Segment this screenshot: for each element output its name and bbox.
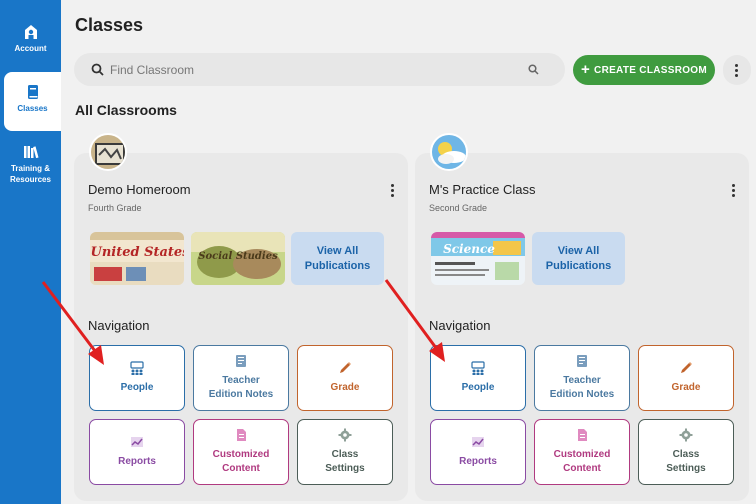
chart-icon — [131, 437, 143, 447]
sidebar: Account Classes Training & Resources — [0, 0, 61, 504]
notes-icon — [236, 355, 246, 367]
gear-icon — [679, 428, 693, 442]
pencil-icon — [681, 362, 692, 373]
gear-icon — [338, 428, 352, 442]
search-bar[interactable] — [74, 53, 565, 86]
create-classroom-button[interactable]: + CREATE CLASSROOM — [573, 55, 715, 85]
sidebar-item-label: Classes — [17, 104, 48, 113]
tile-label: Customized Content — [212, 449, 270, 474]
tile-label: Class Settings — [666, 449, 706, 474]
sidebar-item-label: Account — [14, 44, 47, 53]
sidebar-item-classes[interactable]: Classes — [4, 72, 61, 131]
svg-text:Science: Science — [443, 242, 495, 256]
view-all-publications-button[interactable]: View All Publications — [532, 232, 625, 285]
class-grade: Fourth Grade — [88, 203, 142, 213]
tile-label: Customized Content — [553, 449, 611, 474]
tile-label: Teacher Edition Notes — [208, 375, 274, 400]
publication-thumbnail[interactable]: Social Studies — [191, 232, 285, 285]
kebab-menu-icon[interactable] — [732, 184, 735, 199]
account-icon — [24, 25, 37, 39]
people-icon — [130, 361, 144, 375]
svg-text:United States: United States — [90, 245, 184, 260]
tile-label: Class Settings — [325, 449, 365, 474]
library-icon — [23, 146, 39, 159]
tile-label: Grade — [671, 382, 701, 393]
document-icon — [578, 429, 587, 441]
class-settings-tile[interactable]: Class Settings — [297, 419, 393, 485]
tile-label: Teacher Edition Notes — [549, 375, 615, 400]
class-avatar-image — [91, 135, 125, 169]
search-input[interactable] — [110, 61, 510, 78]
sidebar-item-training[interactable]: Training & Resources — [0, 144, 61, 185]
class-name[interactable]: M's Practice Class — [429, 182, 536, 197]
section-title: All Classrooms — [75, 102, 177, 118]
plus-icon: + — [580, 61, 591, 78]
customized-content-tile[interactable]: Customized Content — [193, 419, 289, 485]
kebab-menu-icon — [735, 64, 738, 79]
reports-tile[interactable]: Reports — [89, 419, 185, 485]
kebab-menu-icon[interactable] — [391, 184, 394, 199]
class-avatar — [89, 133, 127, 171]
people-tile[interactable]: People — [89, 345, 185, 411]
people-icon — [471, 361, 485, 375]
zoom-search-icon[interactable] — [528, 64, 539, 75]
tile-label: People — [461, 382, 495, 393]
chart-icon — [472, 437, 484, 447]
grade-tile[interactable]: Grade — [297, 345, 393, 411]
tile-label: Grade — [330, 382, 360, 393]
svg-text:Social Studies: Social Studies — [198, 251, 278, 262]
class-card: M's Practice Class Second Grade Science … — [415, 133, 749, 501]
document-icon — [237, 429, 246, 441]
publication-thumbnail[interactable]: Science — [431, 232, 525, 285]
publication-thumbnail[interactable]: United States — [90, 232, 184, 285]
create-classroom-label: CREATE CLASSROOM — [594, 64, 707, 76]
pencil-icon — [340, 362, 351, 373]
tile-label: Reports — [459, 456, 497, 467]
search-icon — [91, 63, 104, 76]
class-avatar — [430, 133, 468, 171]
view-all-publications-button[interactable]: View All Publications — [291, 232, 384, 285]
customized-content-tile[interactable]: Customized Content — [534, 419, 630, 485]
reports-tile[interactable]: Reports — [430, 419, 526, 485]
class-card: Demo Homeroom Fourth Grade United States… — [74, 133, 408, 501]
class-grade: Second Grade — [429, 203, 488, 213]
navigation-heading: Navigation — [88, 318, 150, 333]
grade-tile[interactable]: Grade — [638, 345, 734, 411]
people-tile[interactable]: People — [430, 345, 526, 411]
teacher-edition-notes-tile[interactable]: Teacher Edition Notes — [193, 345, 289, 411]
class-name[interactable]: Demo Homeroom — [88, 182, 191, 197]
page-title: Classes — [75, 15, 144, 35]
sidebar-item-label: Training & Resources — [10, 164, 51, 184]
class-avatar-image — [432, 135, 466, 169]
class-settings-tile[interactable]: Class Settings — [638, 419, 734, 485]
tile-label: People — [120, 382, 154, 393]
book-icon — [27, 85, 38, 99]
tile-label: Reports — [118, 456, 156, 467]
more-options-button[interactable] — [723, 55, 751, 85]
sidebar-item-account[interactable]: Account — [0, 24, 61, 54]
teacher-edition-notes-tile[interactable]: Teacher Edition Notes — [534, 345, 630, 411]
notes-icon — [577, 355, 587, 367]
navigation-heading: Navigation — [429, 318, 491, 333]
